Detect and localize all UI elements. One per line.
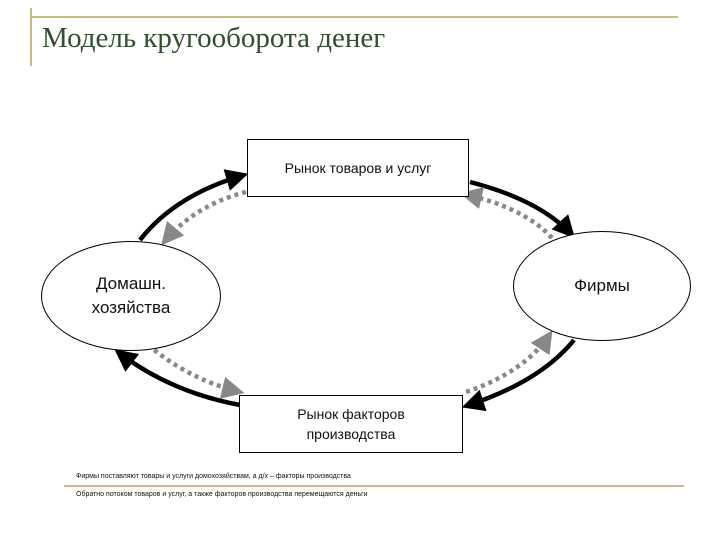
households-ellipse: Домашн. хозяйства xyxy=(41,241,221,351)
note-line-2: Обратно потоком товаров и услуг, а также… xyxy=(76,491,368,498)
households-label-line2: хозяйства xyxy=(91,298,171,317)
factor-market-label-line1: Рынок факторов xyxy=(297,406,405,422)
slide-title: Модель кругооборота денег xyxy=(42,22,386,54)
note-divider xyxy=(64,485,684,487)
frame-vertical-line xyxy=(30,8,32,66)
frame-horizontal-line xyxy=(30,16,678,18)
dashed-arrow-factors-to-firms xyxy=(465,330,553,395)
dashed-arrow-households-to-factors xyxy=(146,343,245,399)
households-label-line1: Домашн. xyxy=(95,274,167,293)
note-line-1: Фирмы поставляют товары и услуги домохоз… xyxy=(76,473,351,480)
dashed-arrow-goods-to-households xyxy=(161,189,247,246)
firms-ellipse: Фирмы xyxy=(513,231,691,341)
factor-market-box: Рынок факторов производства xyxy=(239,395,463,453)
firms-label: Фирмы xyxy=(574,276,630,295)
goods-market-label: Рынок товаров и услуг xyxy=(284,160,432,176)
goods-market-box: Рынок товаров и услуг xyxy=(247,139,469,197)
solid-arrow-goods-to-firms xyxy=(469,179,576,239)
solid-arrow-households-to-goods xyxy=(138,169,249,242)
solid-arrow-factors-to-households xyxy=(114,349,241,408)
dashed-arrow-firms-to-goods xyxy=(459,187,554,240)
solid-arrow-firms-to-factors xyxy=(461,338,576,412)
factor-market-label-line2: производства xyxy=(306,426,396,442)
